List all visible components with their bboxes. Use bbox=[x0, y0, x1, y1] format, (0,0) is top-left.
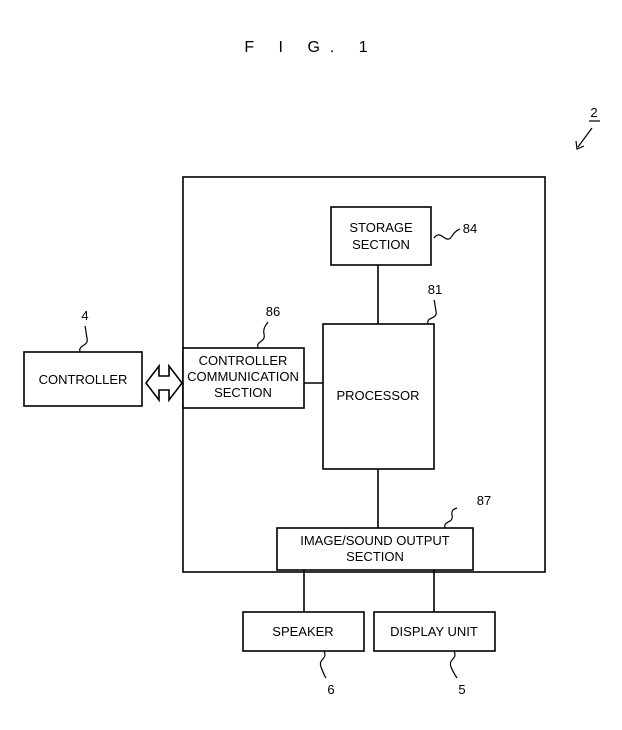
comm-label-line3: SECTION bbox=[214, 385, 272, 400]
storage-label-line1: STORAGE bbox=[349, 220, 413, 235]
speaker-ref-number: 6 bbox=[327, 682, 334, 697]
storage-label-line2: SECTION bbox=[352, 237, 410, 252]
display-label: DISPLAY UNIT bbox=[390, 624, 478, 639]
storage-ref-number: 84 bbox=[463, 221, 477, 236]
processor-block: PROCESSOR 81 bbox=[322, 282, 442, 470]
comm-label-line1: CONTROLLER bbox=[199, 353, 288, 368]
image-sound-output-block: IMAGE/SOUND OUTPUT SECTION 87 bbox=[276, 493, 491, 571]
display-ref-number: 5 bbox=[458, 682, 465, 697]
controller-label: CONTROLLER bbox=[39, 372, 128, 387]
output-ref-number: 87 bbox=[477, 493, 491, 508]
controller-communication-block: CONTROLLER COMMUNICATION SECTION 86 bbox=[182, 304, 305, 409]
comm-ref-number: 86 bbox=[266, 304, 280, 319]
storage-section-block: STORAGE SECTION 84 bbox=[330, 206, 477, 266]
speaker-block: SPEAKER 6 bbox=[242, 611, 365, 697]
processor-label: PROCESSOR bbox=[336, 388, 419, 403]
comm-label-line2: COMMUNICATION bbox=[187, 369, 299, 384]
processor-ref-number: 81 bbox=[428, 282, 442, 297]
device-ref-number: 2 bbox=[590, 105, 597, 120]
figure-title: F I G. 1 bbox=[244, 39, 377, 56]
output-label-line2: SECTION bbox=[346, 549, 404, 564]
display-unit-block: DISPLAY UNIT 5 bbox=[373, 611, 496, 697]
device-ref-group: 2 bbox=[575, 105, 600, 150]
speaker-label: SPEAKER bbox=[272, 624, 333, 639]
bidirectional-arrow-icon bbox=[144, 363, 184, 403]
controller-ref-number: 4 bbox=[81, 308, 88, 323]
controller-block: CONTROLLER 4 bbox=[23, 308, 143, 407]
output-label-line1: IMAGE/SOUND OUTPUT bbox=[300, 533, 450, 548]
